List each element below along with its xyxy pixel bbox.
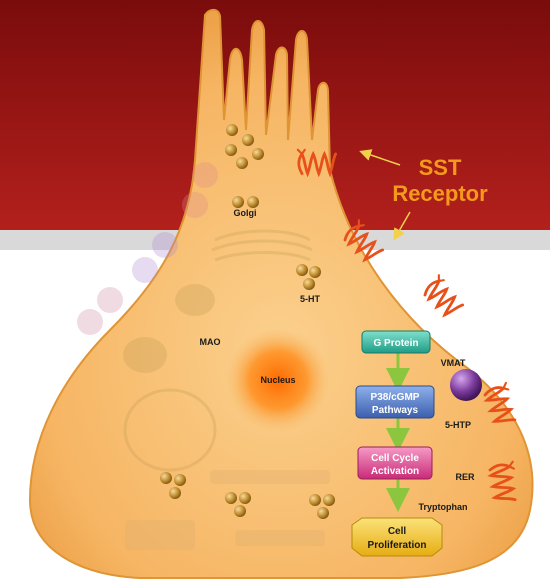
cell-cycle-box: Cell Cycle Activation <box>358 447 432 479</box>
prolif-label-line2: Proliferation <box>368 540 427 551</box>
htp-label: 5-HTP <box>445 420 471 430</box>
golgi-label: Golgi <box>234 208 257 218</box>
tryptophan-label: Tryptophan <box>419 502 468 512</box>
nucleus-label: Nucleus <box>260 375 295 385</box>
p38-label-line1: P38/cGMP <box>371 392 420 403</box>
g-protein-label: G Protein <box>373 338 418 349</box>
cycle-label-line1: Cell Cycle <box>371 453 419 464</box>
prolif-label-line1: Cell <box>388 526 407 537</box>
proliferation-box: Cell Proliferation <box>352 518 442 556</box>
cycle-label-line2: Activation <box>371 466 419 477</box>
g-protein-box: G Protein <box>362 331 430 353</box>
p38-label-line2: Pathways <box>372 405 419 416</box>
vmat-icon <box>450 369 482 401</box>
rer-label: RER <box>455 472 475 482</box>
callout-title-line2: Receptor <box>392 181 488 206</box>
serotonin-label: 5-HT <box>300 294 321 304</box>
mao-label: MAO <box>200 337 221 347</box>
callout-title-line1: SST <box>419 155 462 180</box>
vmat-label: VMAT <box>441 358 466 368</box>
p38-pathways-box: P38/cGMP Pathways <box>356 386 434 418</box>
